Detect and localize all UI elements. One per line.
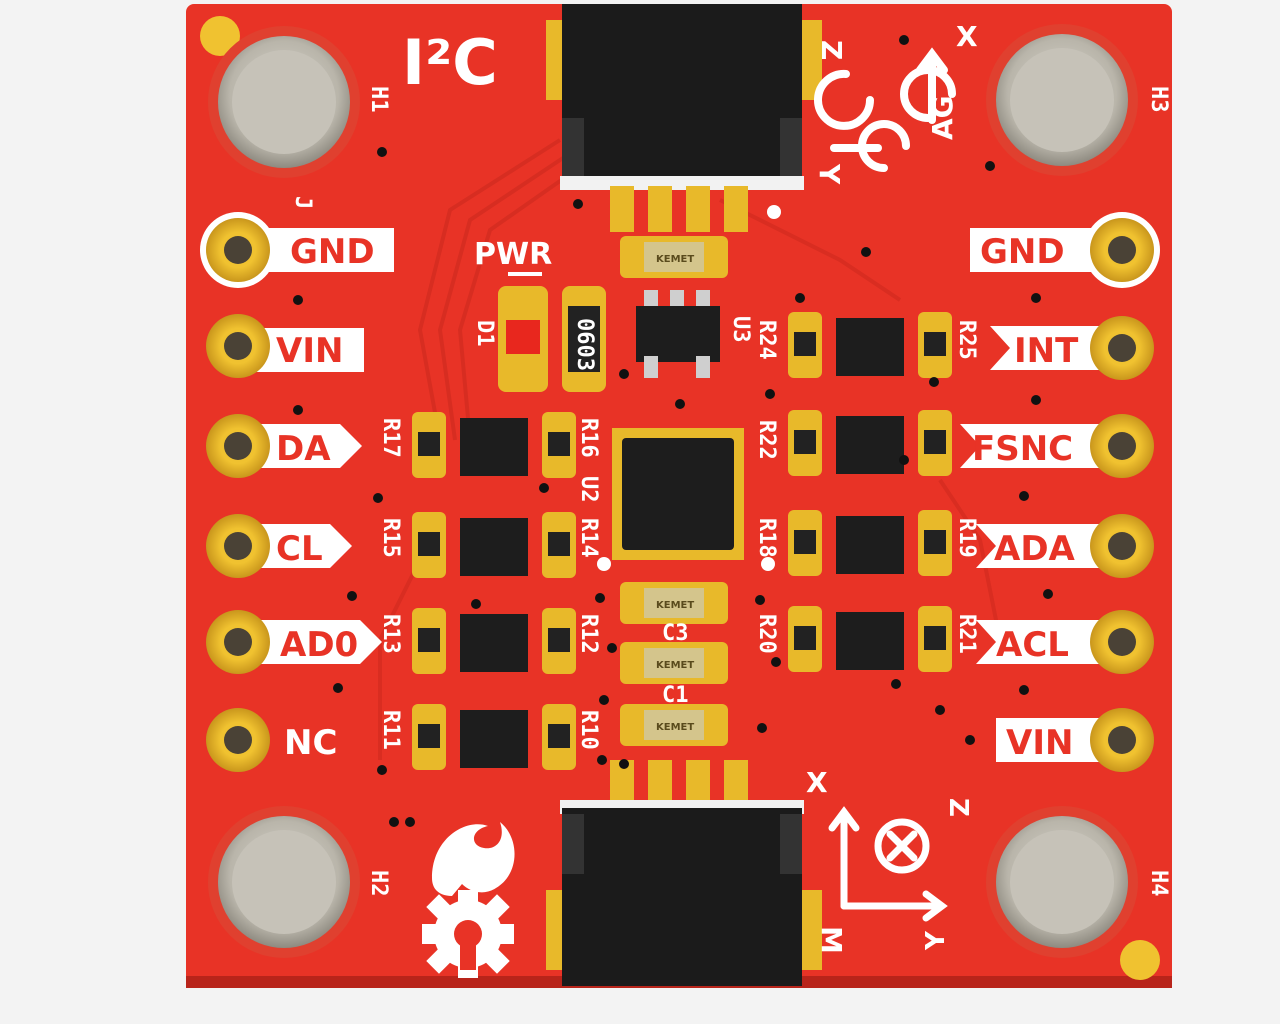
- svg-text:FSNC: FSNC: [972, 429, 1073, 469]
- fiducial-top-left: [200, 16, 240, 56]
- regulator-u3: [636, 290, 720, 378]
- pwr-underline: [508, 272, 542, 276]
- svg-text:KEMET: KEMET: [656, 660, 694, 671]
- label-r12: R12: [576, 614, 601, 654]
- pin-left-gnd[interactable]: GND: [200, 212, 394, 288]
- svg-text:AD0: AD0: [280, 625, 358, 665]
- pin-left-nc[interactable]: NC: [206, 708, 337, 772]
- pin-right-vin[interactable]: VIN: [996, 708, 1154, 772]
- svg-text:ACL: ACL: [996, 625, 1069, 665]
- label-u3: U3: [728, 316, 753, 343]
- label-d1: D1: [472, 320, 497, 347]
- pin-right-ada[interactable]: ADA: [976, 514, 1154, 578]
- svg-text:VIN: VIN: [1006, 723, 1073, 763]
- label-r14: R14: [576, 518, 601, 558]
- axis-top-z: Z: [815, 40, 848, 60]
- label-h1: H1: [366, 86, 391, 113]
- pin-right-gnd[interactable]: GND: [970, 212, 1160, 288]
- label-c3: C3: [662, 621, 689, 646]
- capacitor-c1: KEMET: [620, 704, 728, 746]
- qwiic-connector-bottom: [546, 760, 822, 986]
- pin-right-fsnc[interactable]: FSNC: [960, 414, 1154, 478]
- svg-text:ADA: ADA: [994, 529, 1076, 569]
- pin-right-acl[interactable]: ACL: [976, 610, 1154, 674]
- svg-text:VIN: VIN: [276, 331, 343, 371]
- axis-bottom-y: Y: [921, 930, 951, 951]
- mount-hole-h2: [208, 806, 360, 958]
- right-header: GND INT FSNC ADA ACL: [960, 212, 1160, 772]
- oshw-gear-logo: [422, 890, 514, 978]
- label-r18: R18: [754, 518, 779, 558]
- axis-bottom-x: X: [806, 766, 828, 799]
- right-transistors: [836, 318, 904, 670]
- label-r24: R24: [754, 320, 779, 360]
- label-j: J: [290, 196, 315, 209]
- pin-left-cl[interactable]: CL: [206, 514, 352, 578]
- left-resistor-bodies: [418, 432, 570, 748]
- mount-hole-h4: [986, 806, 1138, 958]
- label-r20: R20: [754, 614, 779, 654]
- axes-logo-top: [814, 47, 956, 172]
- left-header: GND VIN DA CL AD0 NC: [200, 212, 394, 772]
- sparkfun-flame-logo: [432, 822, 515, 896]
- svg-text:KEMET: KEMET: [656, 600, 694, 611]
- mount-hole-h1: [208, 26, 360, 178]
- axis-top-y: Y: [813, 163, 846, 185]
- imu-chip-u2: [612, 428, 744, 560]
- label-h3: H3: [1146, 86, 1171, 113]
- label-r10: R10: [576, 710, 601, 750]
- capacitor-top: KEMET: [620, 236, 728, 278]
- label-r17: R17: [378, 418, 403, 458]
- label-r25: R25: [954, 320, 979, 360]
- mount-hole-h3: [986, 24, 1138, 176]
- label-h2: H2: [366, 870, 391, 897]
- label-r13: R13: [378, 614, 403, 654]
- z-into-page-icon: [874, 818, 930, 874]
- svg-text:KEMET: KEMET: [656, 722, 694, 733]
- label-r22: R22: [754, 420, 779, 460]
- label-h4: H4: [1146, 870, 1171, 897]
- label-r15: R15: [378, 518, 403, 558]
- svg-text:DA: DA: [276, 429, 331, 469]
- label-u2: U2: [576, 476, 601, 503]
- rotation-arrow-icon-2: [900, 66, 956, 122]
- copper-traces: [378, 138, 1002, 760]
- left-transistors: [460, 418, 528, 768]
- resistor-0603: 0603: [562, 286, 606, 392]
- label-c1: C1: [662, 683, 689, 708]
- svg-text:GND: GND: [980, 232, 1065, 272]
- fiducial-bottom-right: [1120, 940, 1160, 980]
- axis-bottom-z: Z: [943, 798, 973, 817]
- right-resistor-bodies: [794, 332, 946, 650]
- capacitor-c3: KEMET: [620, 642, 728, 684]
- pin-left-vin[interactable]: VIN: [206, 314, 364, 378]
- svg-text:INT: INT: [1014, 331, 1079, 371]
- svg-text:0603: 0603: [572, 318, 597, 371]
- capacitor-c-mid1: KEMET: [620, 582, 728, 624]
- label-r19: R19: [954, 518, 979, 558]
- pin-left-ad0[interactable]: AD0: [206, 610, 382, 674]
- qwiic-connector-top: [546, 4, 822, 232]
- svg-text:KEMET: KEMET: [656, 254, 694, 265]
- pwr-label: PWR: [474, 237, 552, 272]
- pin-left-da[interactable]: DA: [206, 414, 362, 478]
- axis-top-x: X: [956, 20, 978, 53]
- axis-top-ag: AG: [926, 95, 959, 140]
- label-r16: R16: [576, 418, 601, 458]
- svg-text:GND: GND: [290, 232, 375, 272]
- svg-text:NC: NC: [284, 723, 337, 763]
- pin-right-int[interactable]: INT: [990, 316, 1154, 380]
- label-r21: R21: [954, 614, 979, 654]
- svg-text:CL: CL: [276, 529, 323, 569]
- label-r11: R11: [378, 710, 403, 750]
- rotation-arrow-icon: [814, 69, 874, 130]
- power-led: [498, 286, 548, 392]
- vias: [293, 35, 1053, 827]
- axis-bottom-m: M: [815, 926, 848, 954]
- axes-logo-bottom: [828, 806, 948, 922]
- i2c-logo: I²C: [402, 26, 498, 99]
- rotation-arrow-icon-3: [858, 120, 910, 172]
